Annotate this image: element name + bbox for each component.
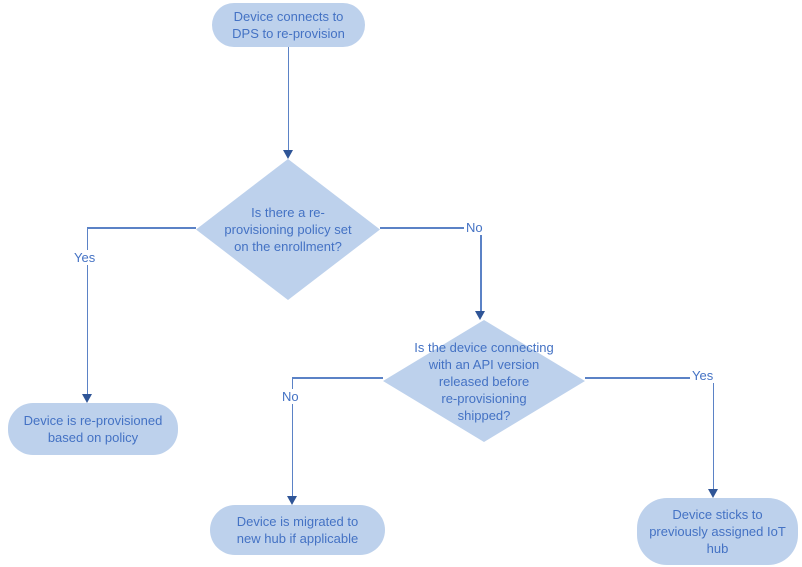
node-migrated-to-new-hub: Device is migrated to new hub if applica… [210,505,385,555]
node-text-line: re-provisioning [441,390,527,406]
node-text-line: new hub if applicable [236,531,359,546]
connector-decision1-no-vertical [480,227,482,311]
arrowhead-into-sticks [707,489,718,498]
connector-decision2-no-vertical [291,377,293,496]
node-text-line: Is the device connecting [414,339,554,355]
connector-decision2-yes-horizontal [585,377,713,379]
node-text-line: DPS to re-provision [232,26,345,41]
connector-decision1-yes-vertical [86,227,88,394]
node-reprovisioned-based-on-policy: Device is re-provisioned based on policy [8,403,178,455]
connector-decision1-no-horizontal [380,227,481,229]
connector-decision1-yes-horizontal [87,227,196,229]
edge-label-yes-decision1: Yes [72,250,98,265]
decision-api-version: Is the device connecting with an API ver… [383,320,585,442]
connector-decision2-no-horizontal [292,377,383,379]
node-sticks-to-assigned-hub: Device sticks to previously assigned IoT… [637,498,798,565]
edge-label-no-decision2: No [280,389,301,404]
node-text-line: Is there a re- [251,205,325,220]
node-text-line: on the enrollment? [234,239,342,254]
edge-label-yes-decision2: Yes [690,368,716,383]
node-text-line: Device is migrated to [236,514,359,529]
node-text-line: Device is re-provisioned [23,413,163,428]
arrowhead-into-reprovisioned [81,394,92,403]
arrowhead-into-decision2 [475,311,486,320]
connector-start-to-decision1 [287,47,290,150]
node-text-line: Device connects to [233,9,344,24]
node-text-line: Device sticks to [672,507,763,522]
arrowhead-into-decision1 [283,150,293,159]
node-text-line: with an API version [428,356,540,372]
arrowhead-into-migrated [286,496,297,505]
node-text-line: previously assigned IoT [649,524,786,539]
node-device-connects-to-dps: Device connects to DPS to re-provision [212,3,365,47]
node-text-line: released before [438,373,530,389]
edge-label-no-decision1: No [464,220,485,235]
decision-reprovisioning-policy: Is there a re- provisioning policy set o… [196,159,380,300]
node-text-line: hub [706,541,729,556]
node-text-line: based on policy [47,430,139,445]
node-text-line: provisioning policy set [224,222,352,237]
node-text-line: shipped? [457,407,511,423]
connector-decision2-yes-vertical [712,377,714,489]
